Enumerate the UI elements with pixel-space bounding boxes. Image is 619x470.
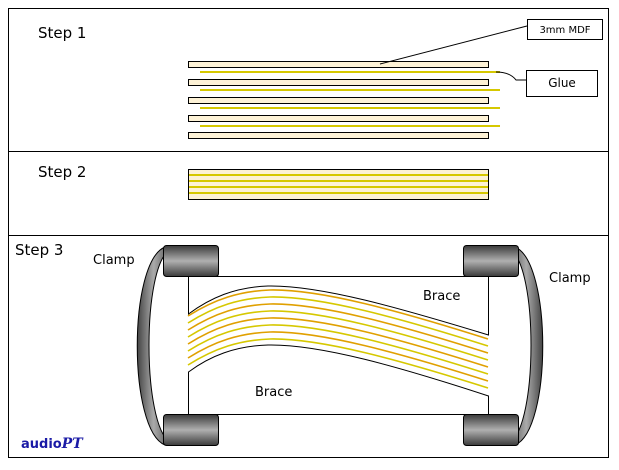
clamp-pad	[163, 414, 219, 446]
step3-title: Step 3	[15, 241, 63, 259]
brace-top	[188, 276, 489, 336]
bent-laminate	[187, 289, 489, 389]
mdf-label: 3mm MDF	[539, 25, 590, 36]
step1-title: Step 1	[38, 24, 86, 42]
glued-stack	[188, 169, 489, 200]
mdf-callout-box	[527, 19, 603, 40]
brace-bottom	[188, 344, 489, 415]
glue-layers	[200, 71, 500, 127]
mdf-leader-line	[379, 25, 528, 65]
mdf-sheet	[188, 79, 489, 86]
step3-panel: Step 3 Clamp Clamp Brace Brace au	[8, 235, 609, 458]
mdf-sheet	[188, 61, 489, 68]
clamp-pad	[463, 245, 519, 277]
step2-title: Step 2	[38, 163, 86, 181]
clamp-pad	[463, 414, 519, 446]
mdf-sheet-stack	[188, 61, 489, 139]
brace-top-label: Brace	[423, 289, 460, 304]
mdf-sheet	[188, 132, 489, 139]
audiopt-logo: audioPT	[21, 436, 84, 452]
logo-part-1: audio	[21, 437, 62, 452]
mdf-sheet	[188, 115, 489, 122]
glue-label: Glue	[548, 76, 576, 90]
glue-callout-box	[526, 70, 598, 97]
step1-panel: Step 1 3mm MDF Glue	[8, 8, 609, 152]
logo-part-2: PT	[61, 436, 85, 452]
glue-leader-line	[495, 71, 527, 81]
mdf-sheet	[188, 97, 489, 104]
clamp-left-label: Clamp	[93, 253, 135, 268]
brace-bottom-label: Brace	[255, 385, 292, 400]
clamp-right-label: Clamp	[549, 271, 591, 286]
clamp-pad	[163, 245, 219, 277]
step2-panel: Step 2	[8, 151, 609, 236]
